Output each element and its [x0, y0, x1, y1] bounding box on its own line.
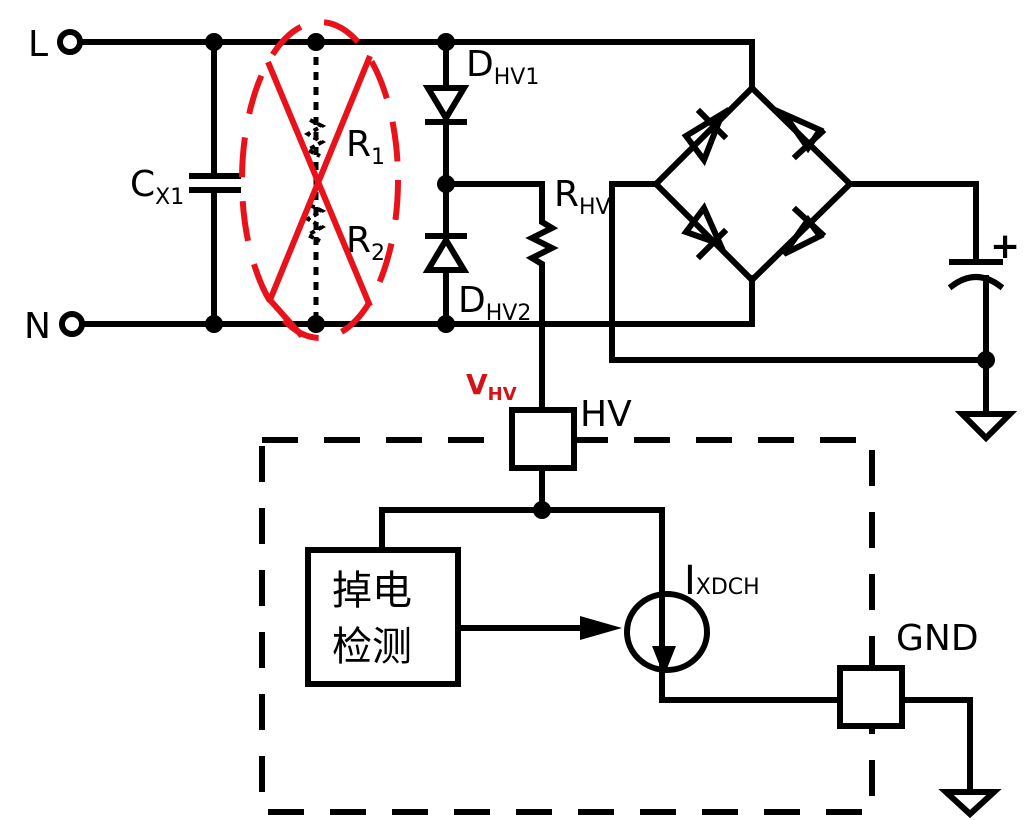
r1-zigzag [303, 118, 327, 158]
detector-box [305, 547, 461, 687]
terminal-l-label: L [28, 24, 48, 65]
terminal-n: N [24, 306, 85, 347]
hv-pin-label: HV [580, 394, 632, 435]
dhv2-symbol [422, 233, 470, 273]
bridge-diode-bottom-right [781, 205, 827, 257]
resistor-rhv: RHV [443, 174, 611, 415]
control-arrow-icon [580, 616, 622, 640]
gnd-pin: GND [837, 618, 1002, 819]
gnd-wire [899, 697, 973, 793]
r1-label: R1 [346, 124, 385, 170]
removed-dashed-ellipse [239, 19, 401, 341]
junction-dot [437, 315, 455, 333]
rhv-wire [443, 181, 559, 415]
detector-label-line2: 检测 [332, 624, 412, 670]
bulk-cap-curved-plate [947, 274, 1005, 291]
vhv-node-label: VHV [466, 368, 517, 405]
current-source-wire [659, 587, 843, 703]
gnd-pin-label: GND [896, 618, 979, 659]
dhv1-symbol [422, 85, 470, 125]
bridge-diode-top-left [681, 106, 729, 167]
dhv1-label: DHV1 [466, 44, 539, 90]
cx1-label: CX1 [130, 164, 184, 210]
ground-icon [954, 411, 1018, 443]
junction-dot [307, 33, 325, 51]
current-direction-arrow-icon [652, 646, 676, 676]
junction-dot [307, 315, 325, 333]
ground-icon [938, 789, 1002, 819]
junction-dot [205, 315, 223, 333]
current-source-circle [624, 591, 710, 673]
terminal-l: L [28, 24, 83, 65]
current-source-ixdch: IXDCH [624, 558, 843, 703]
bridge-negative-wire [609, 181, 989, 363]
n-rail-wire [79, 275, 755, 327]
hv-pin-box-overlay [509, 407, 577, 471]
diode-dhv2: DHV2 [422, 181, 531, 327]
bridge-outline [651, 83, 855, 285]
rhv-label: RHV [554, 174, 611, 220]
capacitor-cx1: CX1 [130, 39, 241, 327]
terminal-n-label: N [24, 306, 51, 347]
gnd-pin-box [837, 665, 905, 729]
dhv2-label: DHV2 [458, 280, 531, 326]
junction-dot [533, 501, 551, 519]
bridge-diode-top-right [775, 106, 827, 161]
ixdch-label: IXDCH [684, 558, 760, 604]
bridge-rectifier [609, 83, 989, 363]
cx1-plates [189, 173, 241, 193]
bulk-capacitor: + [947, 226, 1020, 443]
detector-label-line1: 掉电 [332, 568, 412, 614]
junction-dot [977, 351, 995, 369]
junction-dot [205, 33, 223, 51]
l-rail-wire [77, 39, 755, 91]
bridge-diode-bottom-left [681, 202, 729, 261]
junction-dot [437, 33, 455, 51]
power-loss-detector-block: 掉电 检测 [305, 547, 622, 687]
diode-dhv1: DHV1 [422, 39, 539, 187]
removed-cross [265, 54, 373, 338]
bridge-positive-wire [847, 181, 979, 263]
removed-mark [239, 19, 401, 341]
r2-zigzag [303, 203, 327, 243]
bulk-cap-plus: + [990, 226, 1020, 267]
